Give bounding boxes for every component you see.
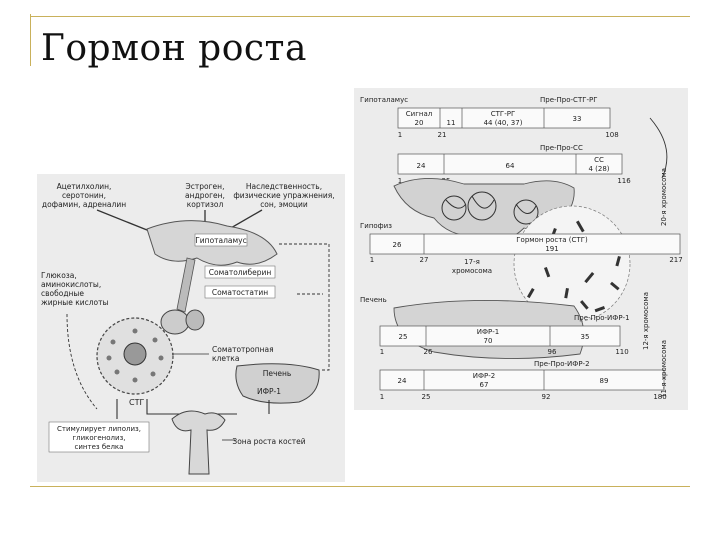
- rd-seg-11: 11: [447, 119, 456, 127]
- somatostatin-label: Соматостатин: [212, 288, 268, 297]
- somatotroph-label-1: Соматотропная: [212, 345, 274, 354]
- somatostatin-box: [204, 285, 276, 299]
- rd-pos-1c: 1: [370, 256, 374, 264]
- title-accent-vertical-line: [30, 14, 31, 66]
- rd-igf2: ИФР-2: [473, 372, 495, 380]
- rd-seg-35: 35: [581, 333, 590, 341]
- rd-chr17-2: хромосома: [452, 267, 492, 275]
- inputs-factor-2: физические упражнения,: [233, 191, 334, 200]
- liver-shape: [235, 363, 320, 404]
- inputs-steroid-3: кортизол: [187, 200, 224, 209]
- rd-ghrh: СТГ-РГ: [491, 110, 515, 118]
- rd-igf1: ИФР-1: [477, 328, 499, 336]
- rd-ss: СС: [594, 156, 604, 164]
- rd-pos-1a: 1: [398, 131, 402, 139]
- gh-regulation-diagram: Ацетилхолин, серотонин, дофамин, адренал…: [37, 174, 345, 482]
- rd-pre-ss: Пре-Про-СС: [540, 144, 583, 152]
- igf2-bar: [379, 369, 665, 391]
- rd-signal-len: 20: [415, 119, 424, 127]
- metabolites-3: свободные: [41, 289, 84, 298]
- cell-nucleus: [123, 342, 147, 366]
- rd-signal: Сигнал: [406, 110, 432, 118]
- rd-liver: Печень: [360, 296, 387, 304]
- rd-pos-96: 96: [548, 348, 557, 356]
- rd-pos-26: 26: [424, 348, 433, 356]
- pituitary-stalk: [176, 257, 196, 313]
- inputs-neuro-1: Ацетилхолин,: [57, 182, 112, 191]
- rd-pos-217: 217: [669, 256, 682, 264]
- rd-seg-24: 24: [417, 162, 426, 170]
- igf1-bar: [379, 325, 621, 347]
- rd-chr17-1: 17-я: [464, 258, 480, 266]
- rd-ss-len: 4 (28): [588, 165, 609, 173]
- gh-bar: [369, 233, 681, 255]
- rd-seg-33: 33: [573, 115, 582, 123]
- inputs-factor-1: Наследственность,: [246, 182, 322, 191]
- rd-pos-108: 108: [605, 131, 618, 139]
- hypothalamus-label-box: [194, 233, 248, 247]
- metabolites-4: жирные кислоты: [41, 298, 108, 307]
- rd-hypothalamus: Гипоталамус: [360, 96, 408, 104]
- rd-pos-1b: 1: [398, 177, 402, 185]
- inputs-neuro-3: дофамин, адреналин: [42, 200, 126, 209]
- gh-label: СТГ: [129, 398, 144, 407]
- rd-pos-27: 27: [420, 256, 429, 264]
- ss-bar: [397, 153, 623, 175]
- rd-pos-21: 21: [438, 131, 447, 139]
- rd-pos-180: 180: [653, 393, 666, 401]
- bone-shape: [171, 410, 226, 475]
- pituitary-posterior-lobe: [185, 309, 205, 331]
- rd-chr20: 20-я хромосома: [660, 168, 668, 226]
- somatotroph-label-2: клетка: [212, 354, 239, 363]
- rd-seg-64: 64: [506, 162, 515, 170]
- feedback-metabolites: [66, 313, 98, 410]
- rd-seg-24b: 24: [398, 377, 407, 385]
- pituitary-anterior-lobe: [160, 309, 190, 335]
- gh-gene-structure-diagram: Гипоталамус Пре-Про-СТГ-РГ Сигнал 20 11 …: [354, 88, 688, 410]
- inputs-steroid-2: андроген,: [185, 191, 225, 200]
- metabolites-1: Глюкоза,: [41, 271, 77, 280]
- feedback-igf-hypothalamus: [277, 243, 330, 371]
- inputs-factor-3: сон, эмоции: [260, 200, 308, 209]
- rd-igf1-len: 70: [484, 337, 493, 345]
- inputs-neuro-2: серотонин,: [62, 191, 106, 200]
- igf-label: ИФР-1: [257, 387, 281, 396]
- rd-pos-110: 110: [615, 348, 628, 356]
- somatoliberin-label: Соматолиберин: [209, 268, 272, 277]
- rd-pre-igf2: Пре-Про-ИФР-2: [534, 360, 590, 368]
- rd-pos-92: 92: [542, 393, 551, 401]
- top-divider: [30, 16, 690, 17]
- liver-label: Печень: [263, 369, 292, 378]
- bottom-divider: [30, 486, 690, 487]
- rd-chr12: 12-я хромосома: [642, 292, 650, 350]
- rd-pos-116: 116: [617, 177, 631, 185]
- effects-box: [48, 421, 150, 453]
- rd-gh: Гормон роста (СТГ): [516, 236, 588, 244]
- rd-seg-25: 25: [399, 333, 408, 341]
- growth-zone-label: Зона роста костей: [232, 437, 305, 446]
- hypothalamus-label: Гипоталамус: [195, 236, 247, 245]
- rd-pituitary: Гипофиз: [360, 222, 392, 230]
- effects-3: синтез белка: [75, 443, 124, 451]
- effects-1: Стимулирует липолиз,: [57, 425, 141, 433]
- somatoliberin-box: [204, 265, 276, 279]
- metabolites-2: аминокислоты,: [41, 280, 101, 289]
- rd-pre-igf1: Пре-Про-ИФР-1: [574, 314, 630, 322]
- rd-seg-26: 26: [393, 241, 402, 249]
- effects-2: гликогенолиз,: [72, 434, 125, 442]
- rd-gh-len: 191: [545, 245, 558, 253]
- rd-seg-89: 89: [600, 377, 609, 385]
- rd-pre-ghrh: Пре-Про-СТГ-РГ: [540, 96, 598, 104]
- chr20-arrow: [649, 117, 668, 179]
- rd-ghrh-len: 44 (40, 37): [484, 119, 523, 127]
- rd-chr11: 11-я хромосома: [660, 340, 668, 398]
- page-title: Гормон роста: [41, 28, 307, 69]
- inputs-steroid-1: Эстроген,: [186, 182, 225, 191]
- rd-igf2-len: 67: [480, 381, 489, 389]
- rd-pos-1e: 1: [380, 393, 384, 401]
- rd-pos-1d: 1: [380, 348, 384, 356]
- ghrh-bar: [397, 107, 611, 129]
- rd-pos-25b: 25: [422, 393, 431, 401]
